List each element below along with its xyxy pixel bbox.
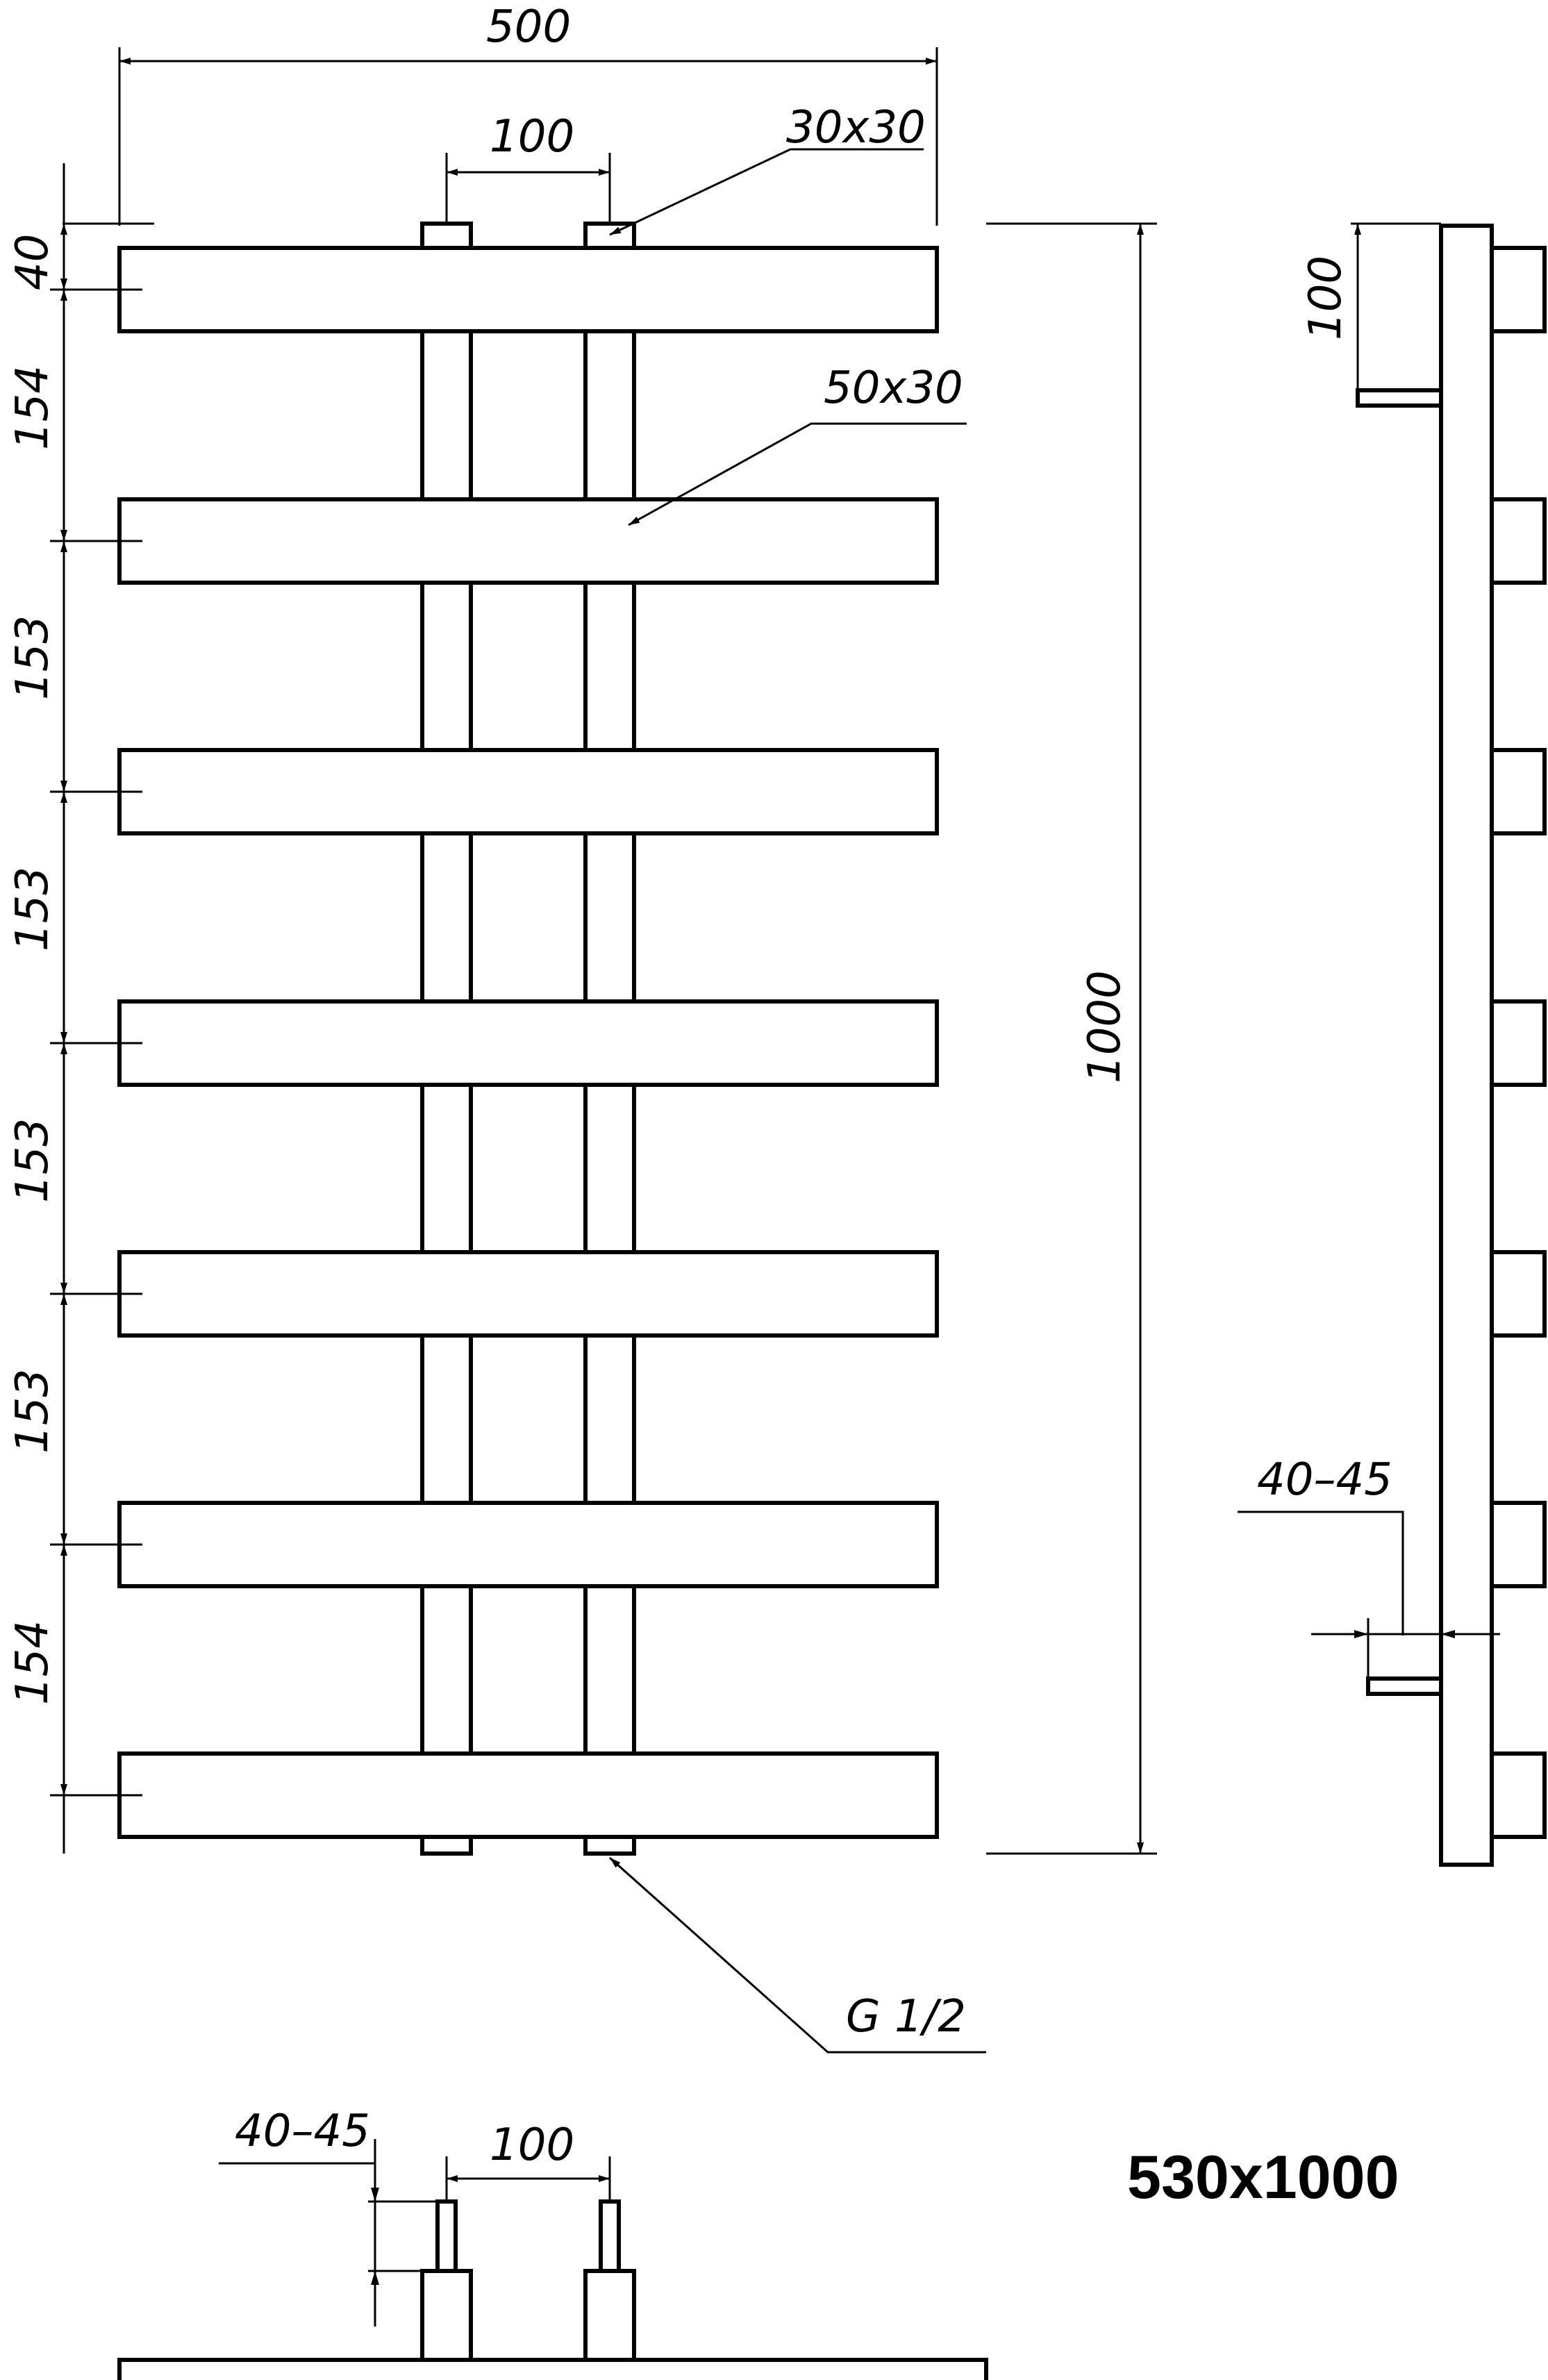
bar-1 — [117, 246, 939, 333]
bottom-pipe-right — [599, 2199, 621, 2273]
bar-6 — [117, 1501, 939, 1588]
bottom-pipe-left — [435, 2199, 458, 2273]
riser-spacing-label: 100 — [490, 111, 574, 163]
gap-label-6: 154 — [7, 1620, 58, 1705]
side-bar-7 — [1490, 1751, 1547, 1839]
bars — [117, 246, 939, 1839]
gap-label-1: 154 — [7, 365, 58, 450]
side-bracket-top — [1356, 388, 1443, 408]
bottom-spacing-label: 100 — [490, 2120, 574, 2171]
bottom-riser-right — [583, 2269, 636, 2362]
bar-7 — [117, 1751, 939, 1839]
bar-5 — [117, 1250, 939, 1338]
gap-label-2: 153 — [7, 615, 58, 700]
top-offset-label: 40 — [7, 234, 58, 290]
bottom-bar — [117, 2358, 988, 2380]
thread-label: G 1/2 — [846, 1991, 966, 2042]
side-bar-4 — [1490, 999, 1547, 1087]
bar-4 — [117, 999, 939, 1087]
side-bracket-drop-label: 100 — [1300, 256, 1351, 340]
bar-2 — [117, 497, 939, 585]
riser-profile-leader — [609, 148, 924, 236]
side-bar-2 — [1490, 497, 1547, 585]
bottom-wall-gap-label: 40–45 — [235, 2106, 370, 2157]
gap-label-5: 153 — [7, 1369, 58, 1454]
side-bar-3 — [1490, 748, 1547, 835]
gap-label-3: 153 — [7, 867, 58, 951]
bottom-riser-left — [420, 2269, 473, 2362]
bottom-view: 100 40–45 — [117, 2106, 988, 2380]
riser-profile-label: 30x30 — [786, 102, 926, 153]
side-wall-gap-label: 40–45 — [1257, 1454, 1392, 1506]
thread-leader — [609, 1856, 986, 2054]
pitch-dimensions: 40 154 153 153 153 153 154 — [7, 163, 154, 1854]
side-bracket-bottom — [1366, 1676, 1443, 1696]
width-dimension-label: 500 — [486, 1, 571, 53]
model-label: 530x1000 — [1127, 2142, 1399, 2211]
height-dimension-label: 1000 — [1079, 970, 1131, 1083]
side-bar-6 — [1490, 1501, 1547, 1588]
bar-3 — [117, 748, 939, 835]
side-bar-5 — [1490, 1250, 1547, 1338]
front-view: 500 100 30x30 50x30 1000 — [7, 1, 1157, 2054]
bar-profile-label: 50x30 — [824, 363, 963, 414]
bar-profile-leader — [628, 422, 967, 526]
side-view: 100 40–45 — [1238, 222, 1547, 1867]
side-bar-1 — [1490, 246, 1547, 333]
gap-label-4: 153 — [7, 1118, 58, 1203]
side-riser — [1439, 224, 1494, 1867]
